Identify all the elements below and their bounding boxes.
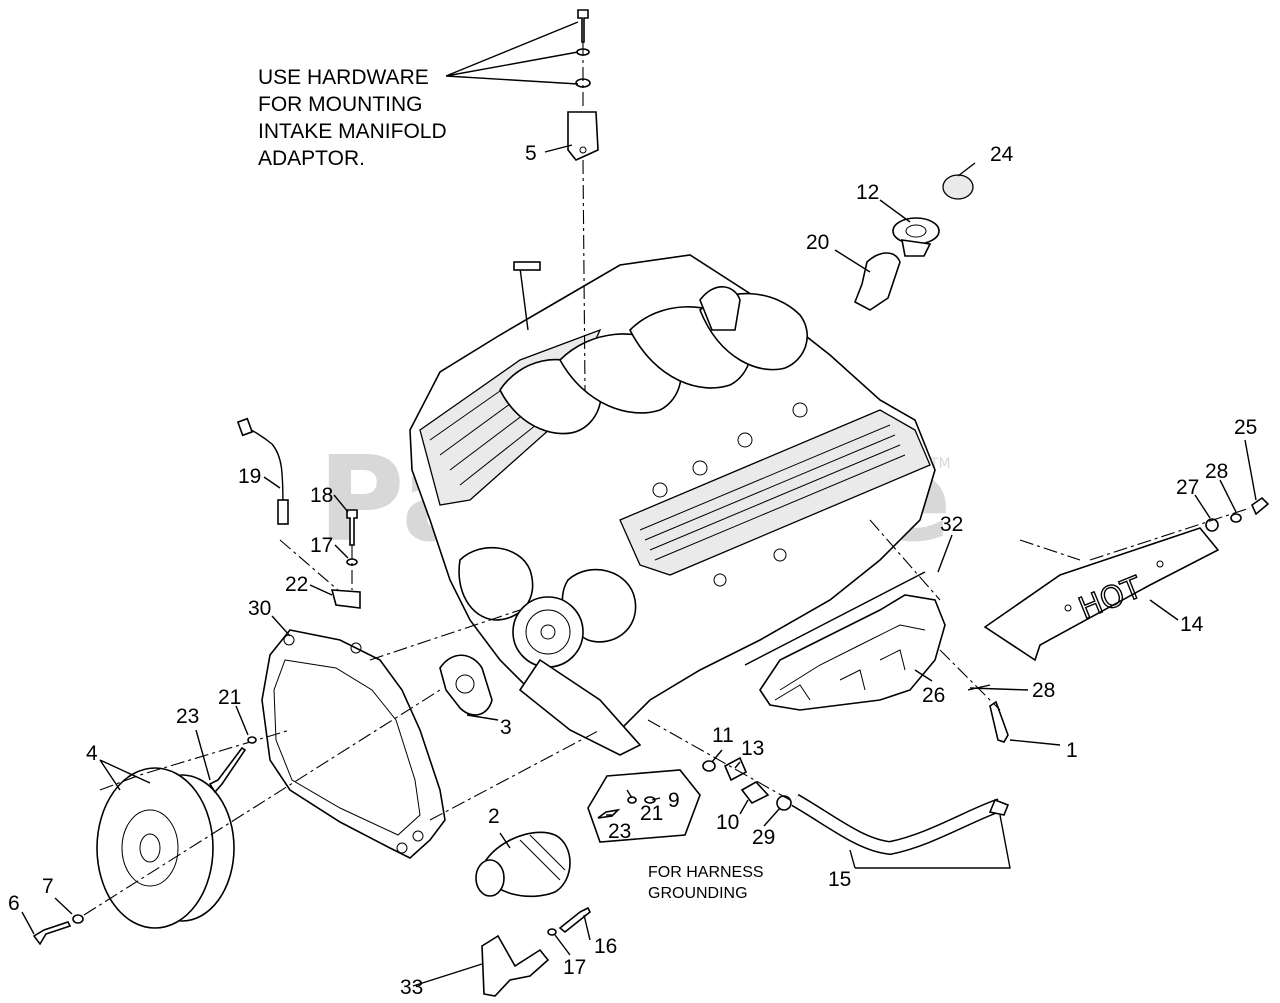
mounting-note: USE HARDWARE FOR MOUNTING INTAKE MANIFOL… xyxy=(258,66,447,170)
harness-grounding-box xyxy=(587,769,701,843)
bracket-hardware xyxy=(279,509,361,609)
callout-32: 32 xyxy=(940,513,963,536)
callout-16: 16 xyxy=(594,935,617,958)
callout-15: 15 xyxy=(828,868,851,891)
callout-7: 7 xyxy=(42,875,54,898)
callout-28-lower: 28 xyxy=(1032,679,1055,702)
coolant-fittings xyxy=(647,719,792,811)
mounting-note-line-4: ADAPTOR. xyxy=(258,147,365,170)
leader-lines xyxy=(21,21,1257,987)
mounting-hardware-stack xyxy=(575,9,591,110)
exhaust-manifold xyxy=(744,571,946,711)
callout-21-left: 21 xyxy=(218,686,241,709)
callout-21-box: 21 xyxy=(640,802,663,825)
callout-24: 24 xyxy=(990,143,1014,166)
alignment-lines xyxy=(369,519,1081,821)
callout-6: 6 xyxy=(8,892,20,915)
coolant-hose xyxy=(791,793,1010,856)
callout-19: 19 xyxy=(238,465,261,488)
adapter-bolt xyxy=(208,736,257,794)
callout-3: 3 xyxy=(500,716,512,739)
callout-4: 4 xyxy=(86,742,98,765)
grounding-note: FOR HARNESS GROUNDING xyxy=(648,864,764,902)
grounding-note-line-2: GROUNDING xyxy=(648,885,748,902)
flywheel-assembly xyxy=(83,689,441,929)
callout-20: 20 xyxy=(806,231,829,254)
callout-22: 22 xyxy=(285,573,308,596)
bell-housing-adapter xyxy=(261,629,446,859)
grounding-note-line-1: FOR HARNESS xyxy=(648,864,764,881)
callout-5: 5 xyxy=(525,142,537,165)
callout-10: 10 xyxy=(716,811,739,834)
callout-17-upper: 17 xyxy=(310,534,333,557)
mounting-note-line-1: USE HARDWARE xyxy=(258,66,429,89)
callout-28-upper: 28 xyxy=(1205,460,1228,483)
exhaust-heat-shield: HOT xyxy=(983,527,1220,662)
callout-23-left: 23 xyxy=(176,705,199,728)
spacer-plate xyxy=(439,654,493,716)
callout-12: 12 xyxy=(856,181,879,204)
callout-9: 9 xyxy=(668,789,680,812)
starter-bolt xyxy=(547,906,592,936)
callout-25: 25 xyxy=(1234,416,1257,439)
mounting-note-line-2: FOR MOUNTING xyxy=(258,93,422,116)
flywheel-bolt xyxy=(32,914,84,946)
manifold-bolt xyxy=(939,649,1009,743)
callout-14: 14 xyxy=(1180,613,1204,636)
thermostat-assembly xyxy=(853,174,974,311)
callout-23-box: 23 xyxy=(608,820,631,843)
callout-2: 2 xyxy=(488,805,500,828)
starter-motor xyxy=(475,831,571,898)
heat-shield-hardware xyxy=(1089,496,1270,561)
callout-30: 30 xyxy=(248,597,271,620)
callout-11: 11 xyxy=(712,724,734,747)
callout-33: 33 xyxy=(400,976,423,999)
callout-26: 26 xyxy=(922,684,945,707)
callout-17-lower: 17 xyxy=(563,956,586,979)
callout-1: 1 xyxy=(1066,739,1078,762)
engine-block xyxy=(409,254,936,756)
sensor-harness xyxy=(236,417,289,525)
callout-18: 18 xyxy=(310,484,333,507)
callout-29: 29 xyxy=(752,826,775,849)
starter-heat-shield xyxy=(481,934,550,997)
mounting-note-line-3: INTAKE MANIFOLD xyxy=(258,120,447,143)
callout-13: 13 xyxy=(741,737,764,760)
callouts: 5 24 12 20 19 18 17 22 30 3 21 23 4 7 6 … xyxy=(8,142,1257,999)
adaptor-bracket xyxy=(567,111,599,391)
callout-27: 27 xyxy=(1176,476,1199,499)
